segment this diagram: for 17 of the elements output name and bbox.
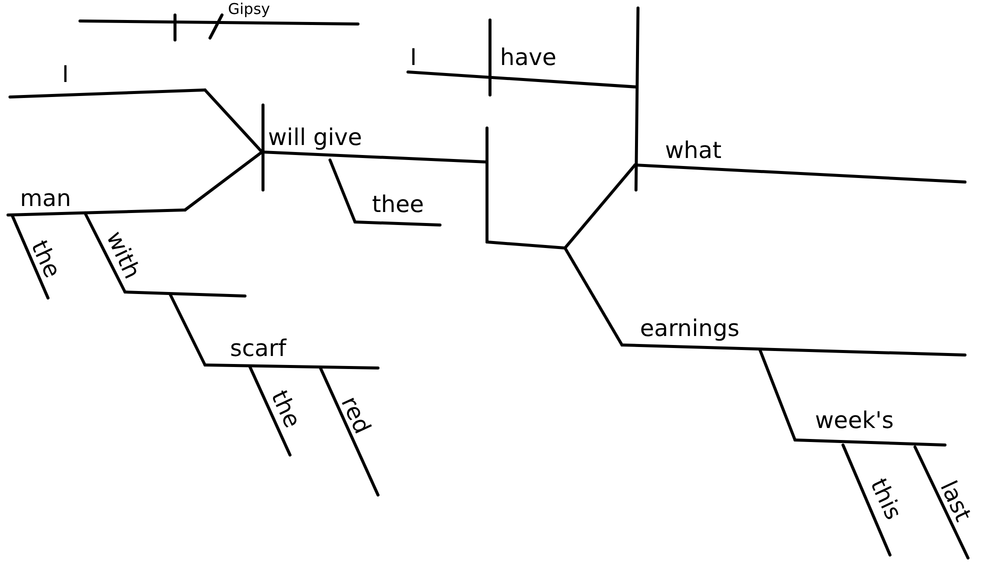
word-label: week's (815, 410, 894, 433)
modifier-word: the (26, 238, 64, 282)
word-label: I (62, 64, 69, 87)
word-label: I (410, 47, 417, 70)
word-label: what (665, 140, 722, 163)
modifier-word: the (266, 388, 304, 432)
word-label: scarf (230, 338, 286, 361)
modifier-word: last (936, 478, 974, 526)
modifier-word: this (866, 476, 904, 524)
word-label: man (20, 188, 72, 211)
word-label: earnings (640, 318, 740, 341)
word-label: will give (268, 127, 362, 150)
modifier-word: red (336, 394, 374, 438)
word-label: have (500, 47, 556, 70)
word-label: Gipsy (228, 2, 270, 17)
word-label: thee (372, 194, 424, 217)
modifier-word: with (102, 228, 144, 282)
